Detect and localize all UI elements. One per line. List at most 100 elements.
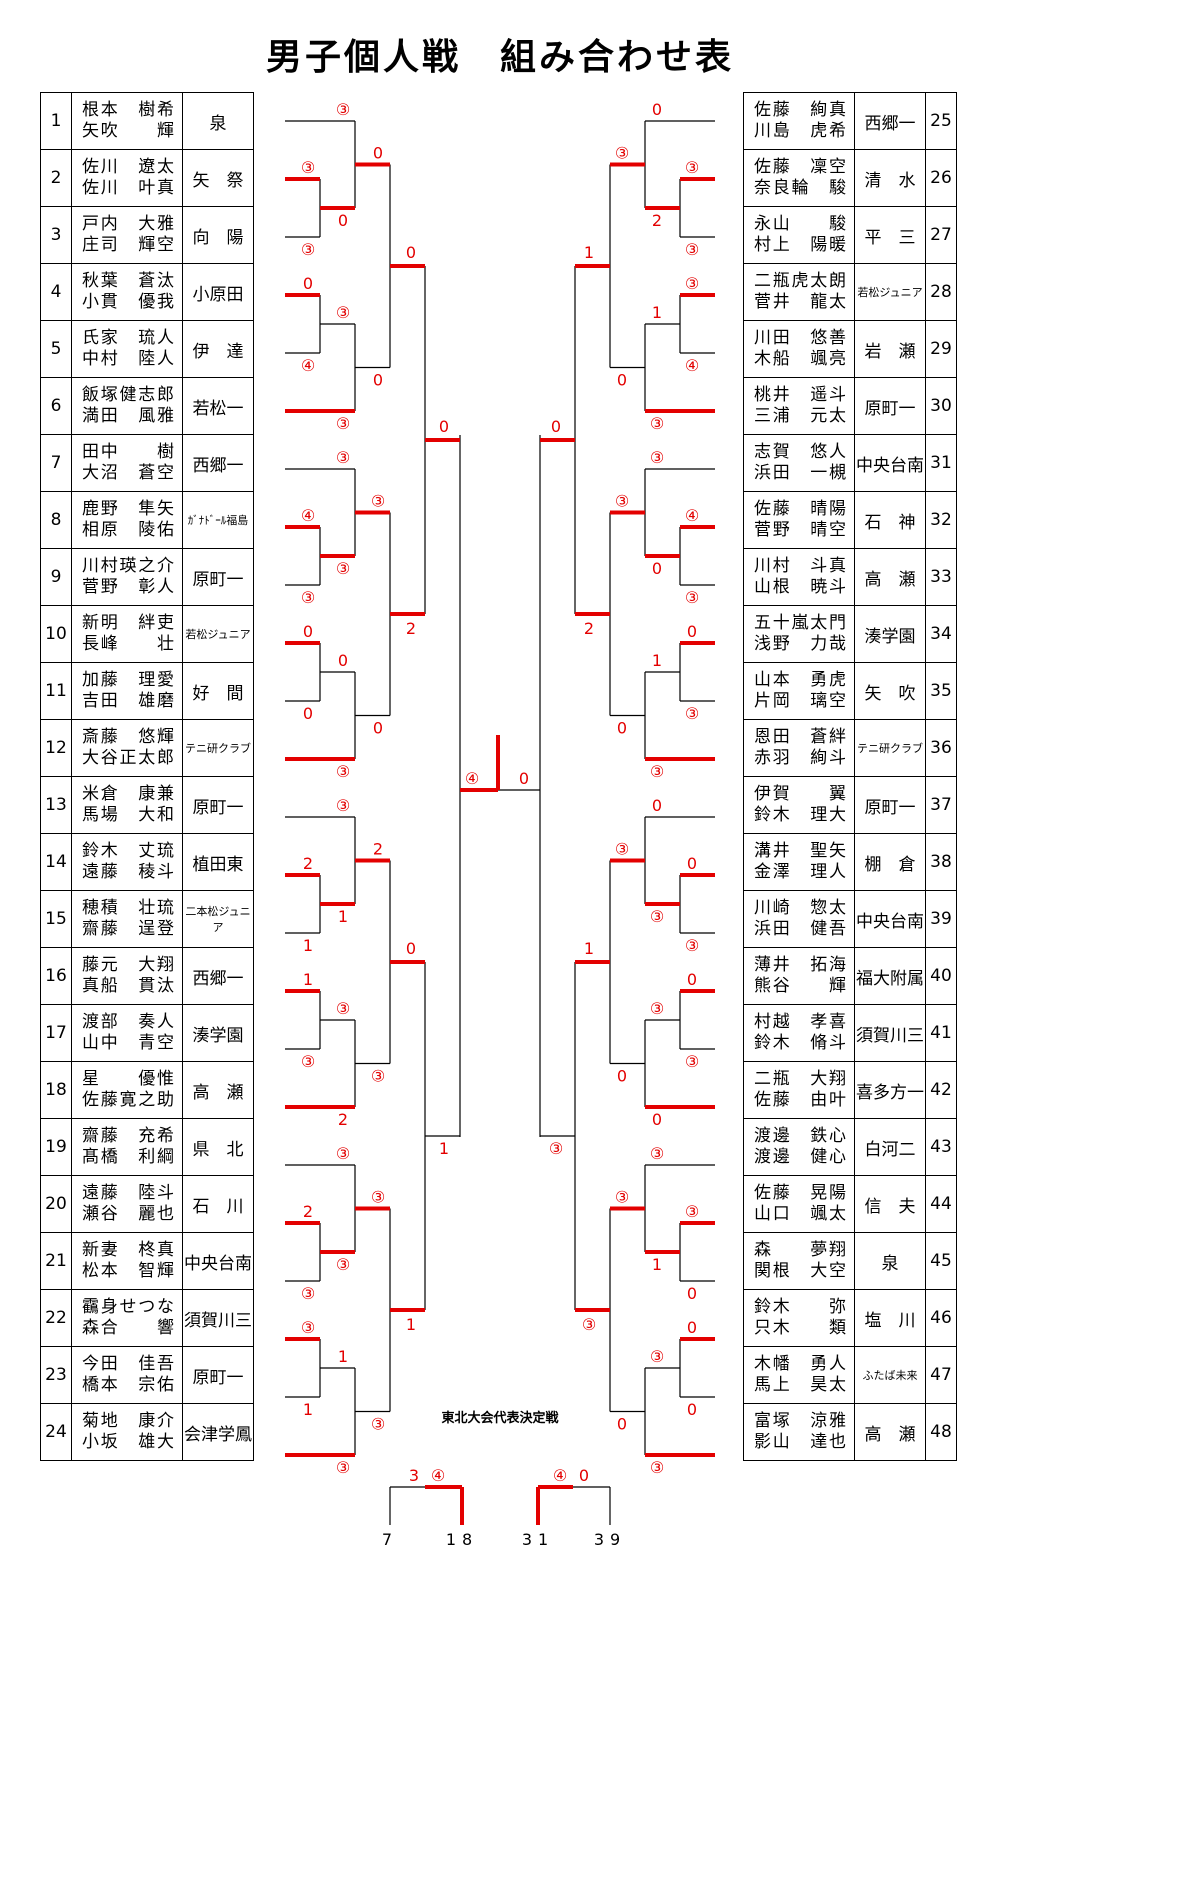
player-name: 森 夢翔 — [754, 1240, 846, 1260]
player-name: 靍身せつな — [82, 1297, 174, 1317]
team-name: ふたば未来 — [854, 1346, 926, 1404]
player-name: 川崎 惣太 — [754, 898, 846, 918]
score-label: ③ — [336, 448, 350, 467]
player-name: 木船 颯亮 — [754, 349, 846, 369]
player-name: 大谷正太郎 — [82, 748, 174, 768]
entry-number: 42 — [925, 1061, 957, 1119]
playoff-feeder-number: 39 — [594, 1530, 626, 1549]
player-name: 佐川 遼太 — [82, 157, 174, 177]
score-label: ③ — [336, 100, 350, 119]
player-name: 川村瑛之介 — [82, 556, 174, 576]
score-label: ③ — [549, 1139, 563, 1158]
entry-number: 14 — [40, 833, 72, 891]
player-name: 伊賀 翼 — [754, 784, 846, 804]
score-label: 0 — [338, 211, 348, 230]
score-label: ③ — [336, 1458, 350, 1477]
score-label: 1 — [652, 1255, 662, 1274]
score-label: ③ — [336, 559, 350, 578]
score-label: ③ — [615, 492, 629, 511]
score-label: ③ — [685, 274, 699, 293]
score-label: 0 — [338, 651, 348, 670]
entry-number: 37 — [925, 776, 957, 834]
score-label: ③ — [301, 1284, 315, 1303]
player-name: 遠藤 稜斗 — [82, 862, 174, 882]
score-label: ③ — [371, 492, 385, 511]
player-name: 溝井 聖矢 — [754, 841, 846, 861]
score-label: 2 — [652, 211, 662, 230]
entry-number: 30 — [925, 377, 957, 435]
player-name: 渡邊 健心 — [754, 1147, 846, 1167]
player-name: 二瓶 大翔 — [754, 1069, 846, 1089]
player-names: 氏家 琉人中村 陸人 — [71, 320, 183, 378]
player-name: 金澤 理人 — [754, 862, 846, 882]
player-name: 新妻 柊真 — [82, 1240, 174, 1260]
score-label: ③ — [650, 448, 664, 467]
score-label: ④ — [301, 506, 315, 525]
player-name: 庄司 輝空 — [82, 235, 174, 255]
score-label: 0 — [303, 622, 313, 641]
score-label: 0 — [373, 371, 383, 390]
score-label: ③ — [685, 936, 699, 955]
score-label: 1 — [652, 651, 662, 670]
score-label: 2 — [303, 1202, 313, 1221]
team-name: 西郷一 — [854, 92, 926, 150]
score-label: ③ — [301, 1052, 315, 1071]
player-names: 川田 悠善木船 颯亮 — [743, 320, 855, 378]
player-name: 川村 斗真 — [754, 556, 846, 576]
team-name: 高 瀬 — [182, 1061, 254, 1119]
entry-number: 43 — [925, 1118, 957, 1176]
team-name: 信 夫 — [854, 1175, 926, 1233]
player-name: 馬場 大和 — [82, 805, 174, 825]
entry-number: 13 — [40, 776, 72, 834]
player-name: 新明 絆吏 — [82, 613, 174, 633]
player-names: 佐藤 凜空奈良輪 駿 — [743, 149, 855, 207]
player-names: 飯塚健志郎満田 風雅 — [71, 377, 183, 435]
score-label: 0 — [652, 100, 662, 119]
playoff-feeder-number: 7 — [382, 1530, 398, 1549]
team-name: 棚 倉 — [854, 833, 926, 891]
player-name: 志賀 悠人 — [754, 442, 846, 462]
score-label: 0 — [303, 704, 313, 723]
player-names: 桃井 遥斗三浦 元太 — [743, 377, 855, 435]
entry-number: 25 — [925, 92, 957, 150]
score-label: ③ — [615, 1188, 629, 1207]
score-label: 0 — [687, 1284, 697, 1303]
team-name: テニ研クラブ — [182, 719, 254, 777]
score-label: 1 — [303, 970, 313, 989]
score-label: 2 — [406, 619, 416, 638]
entry-number: 35 — [925, 662, 957, 720]
player-names: 新明 絆吏長峰 壮 — [71, 605, 183, 663]
player-name: 菅井 龍太 — [754, 292, 846, 312]
player-name: 鈴木 弥 — [754, 1297, 846, 1317]
entry-number: 1 — [40, 92, 72, 150]
score-label: ③ — [336, 999, 350, 1018]
score-label: ③ — [336, 1255, 350, 1274]
entry-number: 17 — [40, 1004, 72, 1062]
player-names: 二瓶 大翔佐藤 由叶 — [743, 1061, 855, 1119]
score-label: 0 — [652, 559, 662, 578]
player-name: 穂積 壮琉 — [82, 898, 174, 918]
team-name: 西郷一 — [182, 434, 254, 492]
player-name: 恩田 蒼絆 — [754, 727, 846, 747]
player-name: 星 優惟 — [82, 1069, 174, 1089]
score-label: 0 — [406, 243, 416, 262]
score-label: 1 — [406, 1315, 416, 1334]
player-names: 佐川 遼太佐川 叶真 — [71, 149, 183, 207]
entry-number: 12 — [40, 719, 72, 777]
player-name: 鹿野 隼矢 — [82, 499, 174, 519]
player-name: 渡邊 鉄心 — [754, 1126, 846, 1146]
player-name: 大沼 蒼空 — [82, 463, 174, 483]
score-label: 0 — [617, 1415, 627, 1434]
player-names: 佐藤 晃陽山口 颯太 — [743, 1175, 855, 1233]
